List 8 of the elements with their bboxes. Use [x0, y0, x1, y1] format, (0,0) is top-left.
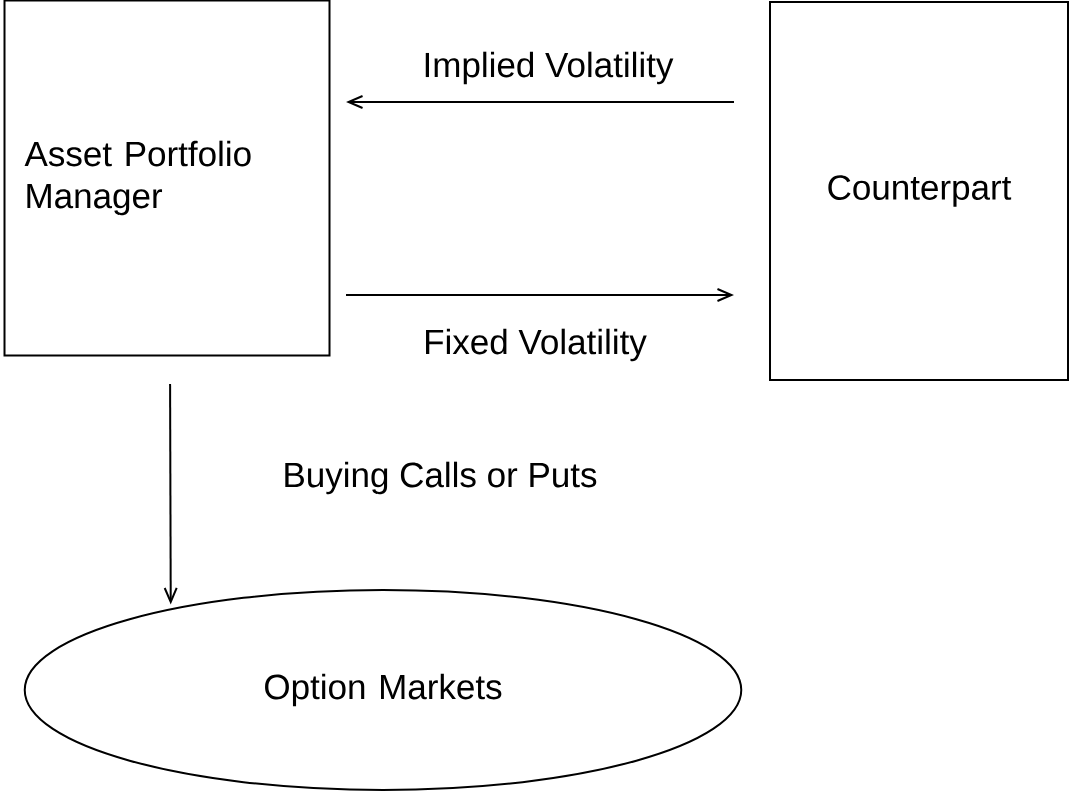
- arrow: [163, 383, 178, 605]
- box: Asset Portfolio Manager: [3, 0, 331, 357]
- arrow: [346, 95, 735, 109]
- edge-label: Implied Volatility: [425, 51, 674, 85]
- edge-label: Buying Calls or Puts: [285, 461, 597, 495]
- box: Counterpart: [769, 1, 1069, 381]
- edge-label: Fixed Volatility: [426, 328, 647, 362]
- arrow: [345, 288, 734, 302]
